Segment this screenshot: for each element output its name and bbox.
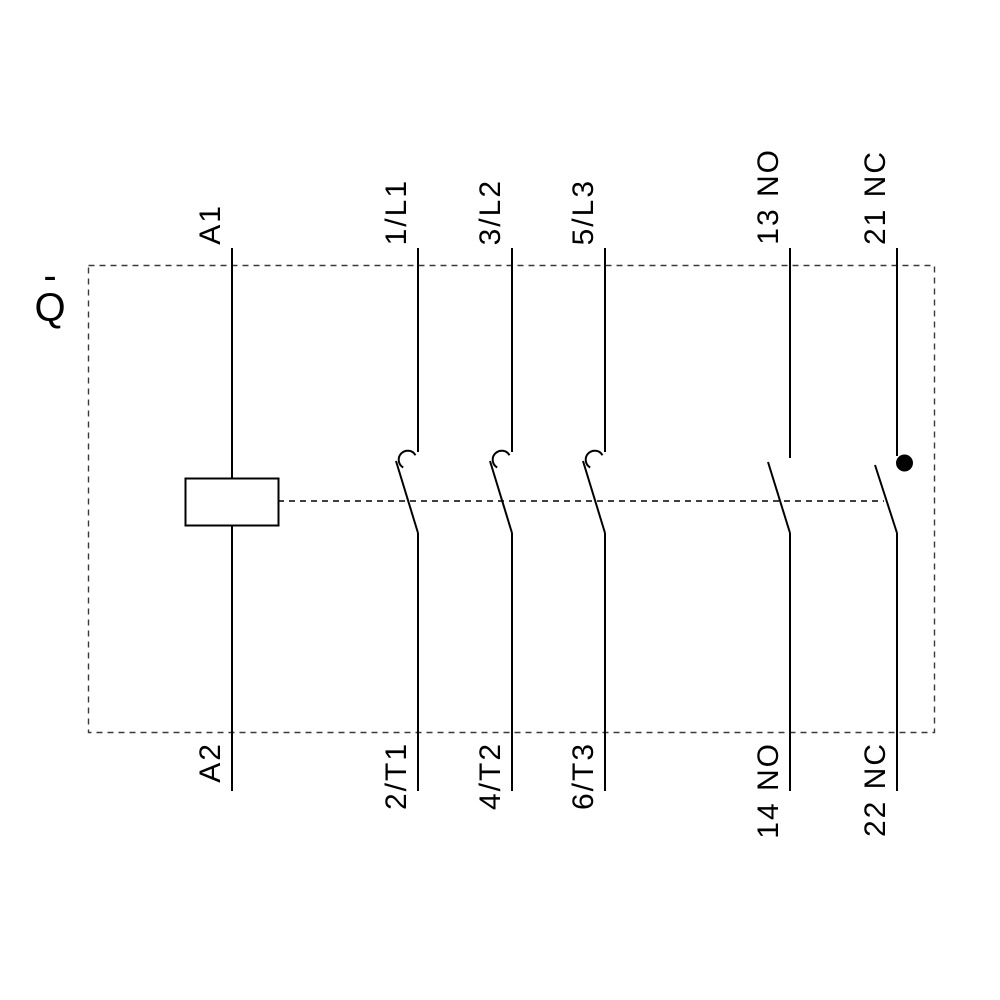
pole1-contact-blade <box>395 460 419 534</box>
aux-nc-contact-blade <box>874 464 898 534</box>
terminal-label-5l3: 5/L3 <box>567 178 600 245</box>
main-contact-pole-3 <box>582 248 606 791</box>
pole3-contact-blade <box>582 460 606 534</box>
pole2-contact-hook <box>491 449 511 469</box>
device-tag-label: -Q <box>28 254 72 318</box>
coil-branch <box>184 248 280 791</box>
terminal-label-a2: A2 <box>194 742 227 783</box>
pole1-contact-hook <box>397 449 417 469</box>
terminal-label-6t3: 6/T3 <box>567 742 600 811</box>
main-contact-pole-1 <box>395 248 419 791</box>
aux-no-contact <box>767 248 791 791</box>
terminal-label-22nc: 22 NC <box>859 742 892 838</box>
terminal-label-2t1: 2/T1 <box>380 742 413 811</box>
terminal-label-3l2: 3/L2 <box>474 178 507 245</box>
aux-no-contact-blade <box>767 461 791 534</box>
nc-contact-dot <box>896 454 913 472</box>
terminal-label-14no: 14 NO <box>752 742 785 839</box>
terminal-label-13no: 13 NO <box>752 148 785 245</box>
pole3-contact-hook <box>584 449 604 469</box>
pole2-contact-blade <box>489 460 513 534</box>
main-contact-pole-2 <box>489 248 513 791</box>
aux-nc-contact <box>874 248 913 791</box>
terminal-label-a1: A1 <box>194 204 227 245</box>
terminal-label-1l1: 1/L1 <box>380 178 413 245</box>
terminal-label-21nc: 21 NC <box>859 149 892 245</box>
coil-symbol-box <box>184 477 280 527</box>
terminal-label-4t2: 4/T2 <box>474 742 507 811</box>
